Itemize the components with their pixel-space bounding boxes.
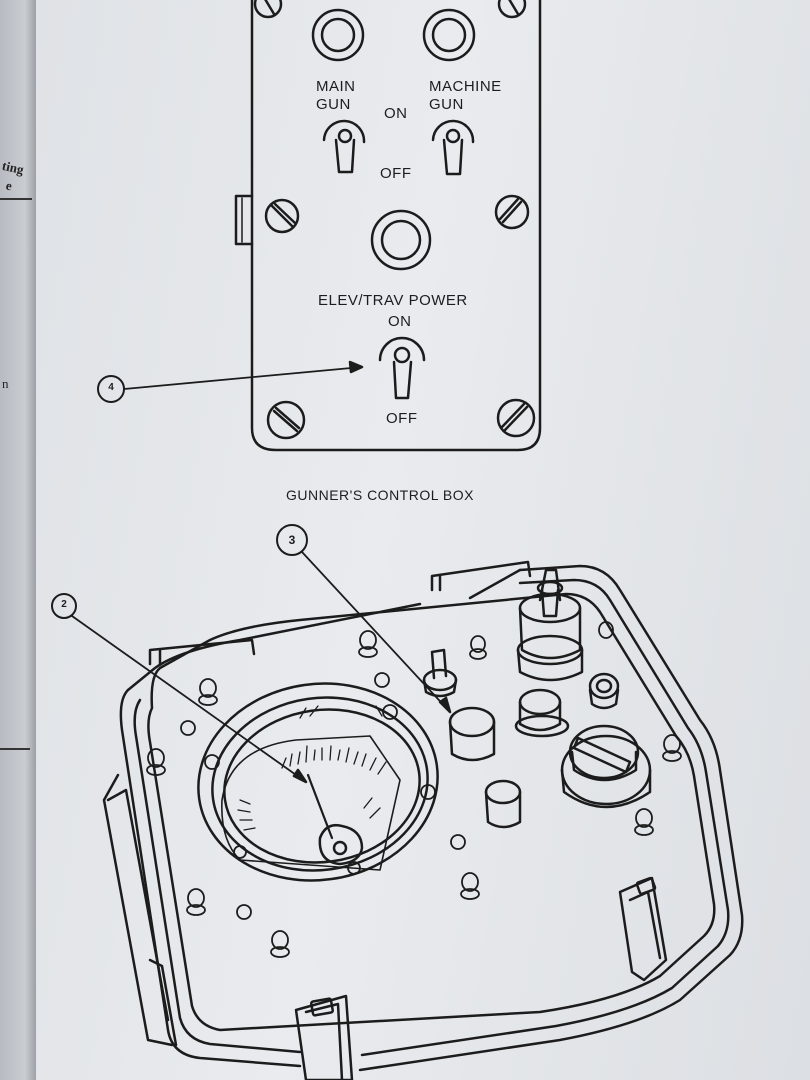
main-gun-toggle [322,119,366,174]
screw [264,198,300,234]
callout-3-leader [301,551,451,713]
on-label-bottom: ON [388,313,412,330]
control-panel-outline [250,0,542,452]
elev-trav-lamp [370,209,432,271]
screw [497,0,527,19]
box-screw [146,621,682,958]
main-gun-lamp [311,8,365,62]
margin-rule [0,748,30,750]
knob-cap [514,688,570,738]
machine-gun-toggle [431,119,475,176]
off-label-top: OFF [380,165,412,182]
screw [494,194,530,230]
push-button-3 [448,706,496,762]
machine-gun-label: MACHINE GUN [429,78,502,113]
carry-handle [102,773,174,1047]
control-box-body [119,564,744,1072]
callout-4-number: 4 [108,382,114,393]
callout-3-number: 3 [288,533,296,547]
machine-gun-lamp [422,8,476,62]
on-label-top: ON [384,105,408,122]
callout-2-leader [71,615,307,783]
screw [496,398,536,438]
figure-caption: GUNNER'S CONTROL BOX [286,487,474,503]
off-label-bottom: OFF [386,410,418,427]
control-box-lid-top [126,568,522,692]
screw [266,400,306,440]
main-gun-label: MAIN GUN [316,78,356,113]
latch-right [618,876,668,982]
margin-fragment-3: n [2,376,9,391]
screw [253,0,283,19]
callout-2-circle [51,593,77,619]
elev-trav-power-label: ELEV/TRAV POWER [318,292,468,309]
elev-trav-toggle [378,336,426,400]
hinge-tab [430,560,532,592]
box-toggle-switch [422,648,458,698]
hinge-tab [234,194,254,246]
elevation-meter [197,682,439,882]
manual-page [36,0,810,1080]
small-lamp [588,672,620,710]
callout-2-number: 2 [61,599,67,610]
margin-rule [0,198,32,200]
callout-3-circle [276,524,308,556]
meter-scale [237,705,387,831]
push-button [484,779,522,829]
callout-4-leader [123,366,363,390]
cable-connector [516,568,584,682]
hinge-tab [148,638,256,666]
previous-page-edge [0,0,36,1080]
latch-left [294,994,354,1080]
rotary-knob [560,724,652,809]
